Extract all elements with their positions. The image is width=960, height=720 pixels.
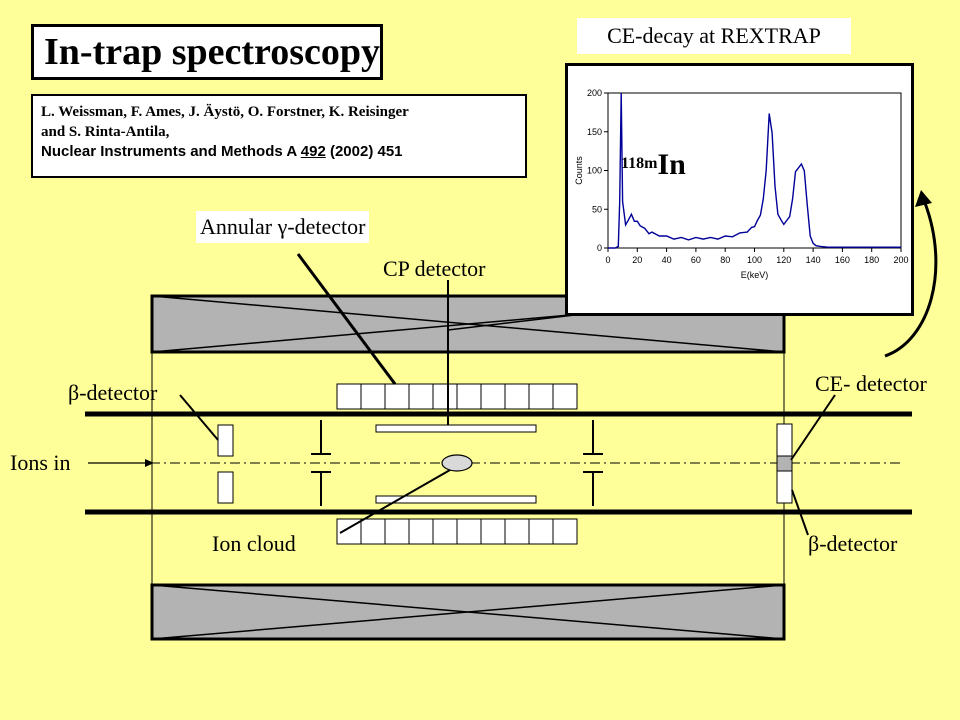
y-tick-label: 100 <box>587 166 602 176</box>
magnet-coil-bottom <box>150 583 786 641</box>
annular-segment-bottom <box>432 518 458 545</box>
annular-segment-top <box>528 383 554 410</box>
annular-segment-bottom <box>384 518 410 545</box>
ion-cloud-label: Ion cloud <box>212 531 296 556</box>
electrode-plate-top <box>375 424 537 433</box>
x-tick-label: 60 <box>691 255 701 265</box>
cp-detector-label: CP detector <box>383 256 486 281</box>
reference-volume[interactable]: 492 <box>300 143 326 160</box>
electrode-left <box>311 420 331 506</box>
electrode-right <box>583 420 603 506</box>
ce-detector-pointer <box>790 394 836 461</box>
electrode-plate-bottom <box>375 495 537 504</box>
inset-title: CE-decay at REXTRAP <box>577 18 851 54</box>
beta-detector-left-lower <box>217 471 234 504</box>
annular-segment-top <box>456 383 482 410</box>
reference-authors-line2: and S. Rinta-Antila, <box>41 124 170 140</box>
x-tick-label: 120 <box>776 255 791 265</box>
ions-in-label: Ions in <box>10 450 71 475</box>
reference-journal-line: Nuclear Instruments and Methods A 492 (2… <box>41 142 517 162</box>
annular-segment-top <box>360 383 386 410</box>
spectrum-y-label: Counts <box>574 156 584 185</box>
spectrum-series-line <box>608 92 901 249</box>
annular-segment-top <box>336 383 362 410</box>
spectrum-y-ticks: 0 50 100 150 200 <box>587 88 608 253</box>
x-tick-label: 200 <box>893 255 908 265</box>
spectrum-x-ticks: 0 20 40 60 80 100 120 140 160 180 200 <box>605 248 909 265</box>
annular-segment-top <box>384 383 410 410</box>
annular-segment-bottom <box>360 518 386 545</box>
x-tick-label: 180 <box>864 255 879 265</box>
beta-detector-right-label: β-detector <box>808 531 898 556</box>
x-tick-label: 140 <box>806 255 821 265</box>
curved-arrow <box>884 190 938 358</box>
annular-pointer <box>296 253 397 385</box>
annular-segment-bottom <box>528 518 554 545</box>
reference-authors-line1: L. Weissman, F. Ames, J. Äystö, O. Forst… <box>41 104 409 120</box>
beta-detector-right-upper <box>776 423 793 457</box>
page-title: In-trap spectroscopy <box>31 24 383 80</box>
beta-right-pointer <box>791 489 809 536</box>
y-tick-label: 150 <box>587 127 602 137</box>
ion-cloud <box>441 454 473 472</box>
reference-year-page: (2002) 451 <box>329 143 403 160</box>
x-tick-label: 40 <box>662 255 672 265</box>
annular-segment-top <box>408 383 434 410</box>
beta-detector-left-upper <box>217 424 234 457</box>
x-tick-label: 160 <box>835 255 850 265</box>
annular-detector-segments-top <box>336 383 578 410</box>
beta-detector-right-lower <box>776 470 793 504</box>
spectrum-x-label: E(keV) <box>741 270 769 280</box>
isotope-symbol: In <box>657 148 686 181</box>
annular-segment-bottom <box>504 518 530 545</box>
spectrum-plot-frame: 0 20 40 60 80 100 120 140 160 180 200 0 50 100 150 200… <box>565 63 914 316</box>
y-tick-label: 50 <box>592 204 602 214</box>
x-tick-label: 100 <box>747 255 762 265</box>
x-tick-label: 20 <box>632 255 642 265</box>
ce-detector-element <box>776 455 793 472</box>
ion-cloud-pointer <box>339 469 451 534</box>
x-tick-label: 0 <box>605 255 610 265</box>
y-tick-label: 0 <box>597 243 602 253</box>
reference-box: L. Weissman, F. Ames, J. Äystö, O. Forst… <box>31 94 527 178</box>
annular-segment-top <box>504 383 530 410</box>
annular-segment-top <box>480 383 506 410</box>
ions-in-arrow <box>88 459 154 467</box>
beta-left-pointer <box>179 394 219 441</box>
annular-segment-top <box>552 383 578 410</box>
annular-segment-top <box>432 383 458 410</box>
isotope-label: 118mIn <box>621 148 686 182</box>
annular-segment-bottom <box>552 518 578 545</box>
annular-detector-segments-bottom <box>336 518 578 545</box>
beta-detector-left-label: β-detector <box>68 380 158 405</box>
annular-segment-bottom <box>480 518 506 545</box>
annular-detector-label: Annular γ-detector <box>196 211 370 243</box>
annular-segment-bottom <box>408 518 434 545</box>
reference-journal: Nuclear Instruments and Methods A <box>41 143 297 160</box>
annular-segment-bottom <box>456 518 482 545</box>
x-tick-label: 80 <box>720 255 730 265</box>
ce-detector-label: CE- detector <box>815 371 927 396</box>
isotope-mass: 118m <box>621 155 658 172</box>
spectrum-chart: 0 20 40 60 80 100 120 140 160 180 200 0 50 100 150 200… <box>574 88 909 280</box>
y-tick-label: 200 <box>587 88 602 98</box>
